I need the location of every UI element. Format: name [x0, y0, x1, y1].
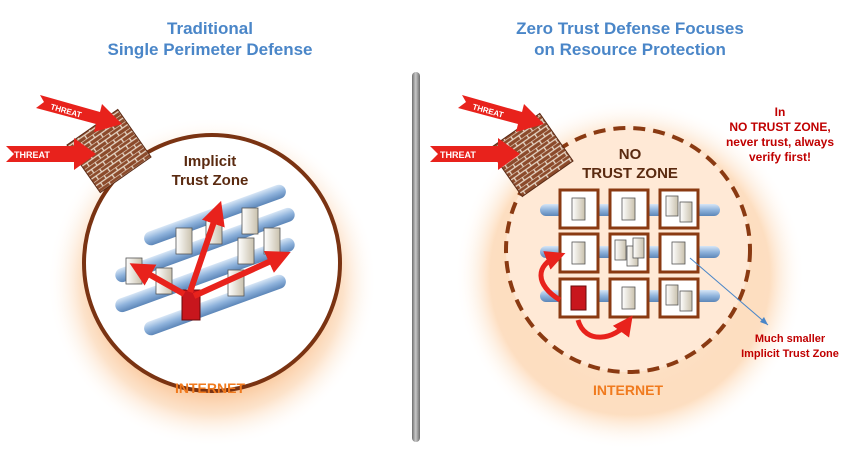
- resource-cell: [608, 188, 650, 230]
- right-zone-line2: TRUST ZONE: [582, 165, 678, 182]
- lateral-arrow: [187, 200, 225, 293]
- right-firewall-icon: [488, 112, 574, 198]
- note-line3: never trust, always: [725, 135, 835, 149]
- threat-arrow-shape: [6, 138, 96, 170]
- server-icon: [263, 227, 281, 255]
- note-line4: verify first!: [748, 150, 812, 164]
- server-icon: [632, 237, 645, 259]
- right-zone-label: NO TRUST ZONE: [575, 145, 685, 183]
- blocked-threat-arrow-right: [575, 315, 633, 340]
- resource-cell: [558, 277, 600, 319]
- left-threat-arrow-top: [36, 95, 122, 132]
- server-icon: [241, 207, 259, 235]
- resource-cell: [658, 277, 700, 319]
- left-threat-arrow-bottom: [6, 138, 96, 170]
- threat-arrow-shape: [458, 95, 544, 132]
- lateral-arrow: [192, 251, 291, 299]
- resource-cell: [558, 232, 600, 274]
- lateral-movement-arrows: [129, 200, 291, 299]
- left-title: Traditional Single Perimeter Defense: [60, 18, 360, 60]
- server-icon: [621, 286, 636, 310]
- right-no-trust-note: In NO TRUST ZONE, never trust, always ve…: [710, 105, 850, 165]
- server-icon: [571, 197, 586, 221]
- right-title-line2: on Resource Protection: [534, 40, 726, 59]
- right-title: Zero Trust Defense Focuses on Resource P…: [480, 18, 780, 60]
- callout-line2: Implicit Trust Zone: [741, 348, 839, 360]
- callout-line1: Much smaller: [754, 333, 826, 345]
- server-icon: [621, 197, 636, 221]
- server-icon: [679, 201, 693, 223]
- server-icon: [237, 237, 255, 265]
- left-title-line2: Single Perimeter Defense: [107, 40, 313, 59]
- resource-cell: [608, 277, 650, 319]
- server-icon: [175, 227, 193, 255]
- right-threat-arrow-top: [458, 95, 544, 132]
- resource-cell: [658, 232, 700, 274]
- left-zone-line2: Trust Zone: [171, 172, 249, 189]
- pipe: [144, 274, 286, 336]
- right-zone-line1: NO: [618, 146, 642, 163]
- compromised-server-icon: [570, 285, 587, 311]
- server-icon: [571, 241, 586, 265]
- resource-cell: [658, 188, 700, 230]
- smaller-trust-zone-callout: Much smaller Implicit Trust Zone: [725, 332, 855, 362]
- left-title-line1: Traditional: [167, 19, 253, 38]
- threat-label: THREAT: [14, 150, 50, 160]
- threat-arrow-shape: [430, 138, 520, 170]
- resource-cell: [608, 232, 650, 274]
- left-zone-line1: Implicit: [183, 153, 237, 170]
- threat-arrow-shape: [36, 95, 122, 132]
- left-internet-label: INTERNET: [175, 380, 245, 396]
- lateral-arrow: [129, 263, 186, 297]
- server-icon: [679, 290, 693, 312]
- blocked-threat-arrow-up: [538, 251, 566, 303]
- threat-label: THREAT: [440, 150, 476, 160]
- callout-pointer-line: [689, 257, 769, 326]
- server-icon: [671, 241, 686, 265]
- left-firewall-icon: [66, 108, 152, 194]
- right-threat-arrow-bottom: [430, 138, 520, 170]
- callout-pointer-head: [760, 317, 768, 325]
- left-zone-label: Implicit Trust Zone: [150, 152, 270, 190]
- panel-divider: [412, 72, 420, 442]
- note-line2: NO TRUST ZONE,: [729, 120, 831, 134]
- right-title-line1: Zero Trust Defense Focuses: [516, 19, 744, 38]
- right-resource-grid: [558, 188, 700, 319]
- resource-cell: [558, 188, 600, 230]
- right-internet-label: INTERNET: [593, 382, 663, 398]
- note-line1: In: [774, 105, 786, 119]
